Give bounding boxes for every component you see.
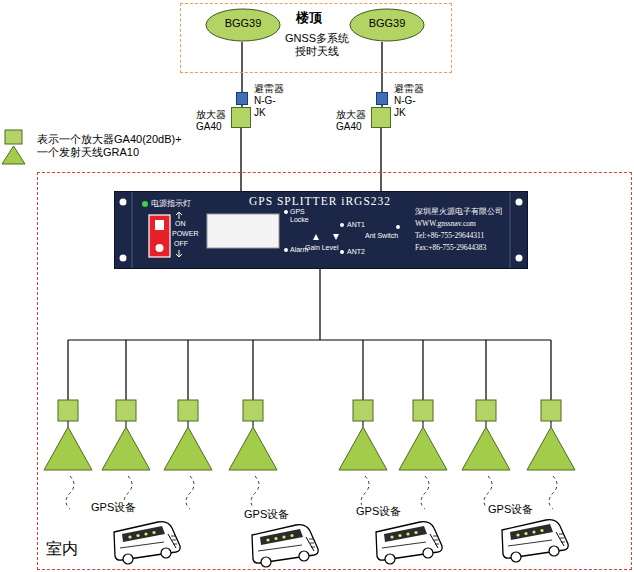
rack-ear-edge xyxy=(132,192,133,268)
status-led xyxy=(284,248,288,252)
indoor-antenna xyxy=(339,400,387,509)
antenna-ellipse: BGG39 xyxy=(349,8,425,42)
gps-vehicle xyxy=(376,522,442,564)
mount-hole xyxy=(120,199,127,206)
company-info: WWW.gnssnav.com xyxy=(415,219,476,228)
arrester-label: 避雷器 N-G-JK xyxy=(254,83,284,119)
region-title: 室内 xyxy=(46,539,78,558)
antenna-ellipse: BGG39 xyxy=(205,8,281,42)
company-info: Fax:+86-755-29644383 xyxy=(415,243,486,252)
gain-button xyxy=(333,234,339,240)
cable-connector xyxy=(241,42,242,92)
indicator-label: GPS Locke xyxy=(290,208,309,225)
device-label: GPS设备 xyxy=(486,503,535,516)
indoor-antenna xyxy=(462,400,510,509)
indoor-antenna xyxy=(164,400,212,509)
indoor-antenna xyxy=(102,400,150,509)
legend-text: 表示一个放大器GA40(20dB)+ 一个发射天线GRA10 xyxy=(37,133,182,159)
device-label: GPS设备 xyxy=(242,508,291,521)
antenna-model: BGG39 xyxy=(225,17,262,30)
panel-label: 电源指示灯 xyxy=(151,199,191,209)
indoor-antenna xyxy=(399,400,447,509)
gps-vehicle xyxy=(114,522,180,564)
rack-ear-edge xyxy=(510,192,511,268)
mount-hole xyxy=(516,199,523,206)
switch-button xyxy=(396,225,400,229)
company-info: 深圳星火源电子有限公司 xyxy=(415,207,503,216)
status-led xyxy=(340,223,344,227)
feed-bus xyxy=(68,268,551,400)
status-led xyxy=(340,250,344,254)
mount-hole xyxy=(120,255,127,262)
gps-vehicle xyxy=(252,525,318,567)
indoor-antenna xyxy=(229,400,277,509)
company-info: Tel:+86-755-29644311 xyxy=(415,231,484,240)
cable-connector xyxy=(381,42,382,92)
power-led xyxy=(142,201,148,207)
status-led xyxy=(284,210,288,214)
ellipse-shape xyxy=(206,9,280,41)
cable-connector xyxy=(380,128,381,191)
gain-button xyxy=(313,234,319,240)
switch-rocker xyxy=(155,220,164,230)
lcd-display xyxy=(207,214,279,248)
device-label: GPS设备 xyxy=(89,501,138,514)
antenna-caption: GNSS多系统 授时天线 xyxy=(285,32,349,58)
mount-hole xyxy=(516,255,523,262)
device-label: GPS设备 xyxy=(354,505,403,518)
indicator-label: Gain Level xyxy=(305,244,338,252)
ellipse-shape xyxy=(350,9,424,41)
legend-symbol xyxy=(2,130,25,164)
power-switch xyxy=(149,215,170,257)
gps-vehicle xyxy=(502,520,568,562)
antenna-symbol xyxy=(2,146,25,164)
indoor-antenna xyxy=(527,400,575,509)
gps-splitter-panel: GPS SPLITTER iRGS232电源指示灯ONPOWEROFFGPS L… xyxy=(114,191,528,269)
indicator-label: ANT2 xyxy=(347,248,365,256)
arrester-label: 避雷器 N-G-JK xyxy=(394,83,424,119)
rooftop-region: 楼顶 GNSS多系统 授时天线 BGG39 BGG39 xyxy=(180,3,452,73)
switch-label: OFF xyxy=(174,240,188,248)
switch-label: POWER xyxy=(172,230,198,238)
cable-connector xyxy=(240,128,241,191)
amplifier-label: 放大器 GA40 xyxy=(336,109,366,133)
lightning-arrester: 避雷器 N-G-JK xyxy=(376,92,388,105)
antenna-model: BGG39 xyxy=(369,17,406,30)
lightning-arrester: 避雷器 N-G-JK xyxy=(236,92,248,105)
indoor-antenna xyxy=(44,400,92,509)
amplifier-label: 放大器 GA40 xyxy=(196,109,226,133)
amplifier-box: 放大器 GA40 xyxy=(371,107,391,128)
indicator-label: Ant Switch xyxy=(365,232,398,240)
amplifier-box: 放大器 GA40 xyxy=(231,107,251,128)
region-title: 楼顶 xyxy=(296,10,322,26)
switch-label: ON xyxy=(175,220,186,228)
switch-rocker xyxy=(156,244,164,252)
indicator-label: ANT1 xyxy=(347,221,365,229)
amplifier-symbol xyxy=(5,130,22,144)
